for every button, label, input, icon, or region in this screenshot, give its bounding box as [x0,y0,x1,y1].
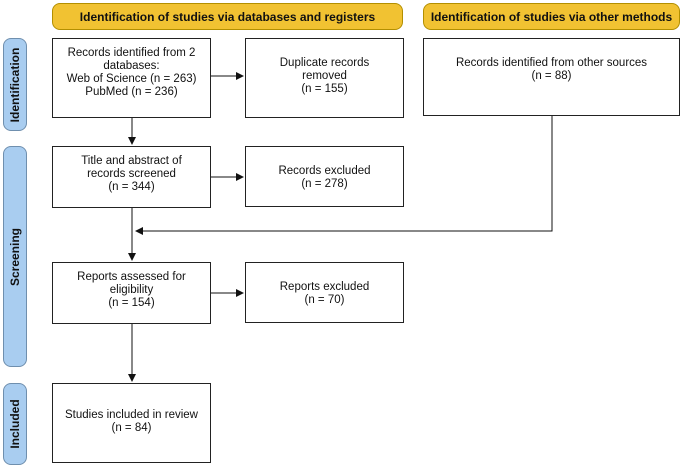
box-line: PubMed (n = 236) [85,86,178,98]
box-line: databases: [103,60,160,72]
box-line: Duplicate records [279,57,370,69]
box-line: Records identified from 2 [67,47,196,59]
screened-box: Title and abstract of records screened (… [52,146,211,208]
box-line: Records identified from other sources [455,57,648,69]
arrow-other-sources [135,116,553,235]
box-line: (n = 154) [108,297,155,309]
box-line: (n = 84) [111,422,152,434]
box-line: Title and abstract of [81,155,182,167]
box-line: (n = 278) [301,178,348,190]
box-line: Reports assessed for [77,271,186,283]
header-databases-label: Identification of studies via databases … [79,9,376,24]
box-line: (n = 88) [531,70,572,82]
included-box: Studies included in review (n = 84) [52,383,211,463]
box-line: records screened [87,168,176,180]
box-line: (n = 155) [301,83,348,95]
stage-identification: Identification [3,38,27,131]
box-line: Studies included in review [65,409,198,421]
records-excluded-box: Records excluded (n = 278) [245,146,404,207]
box-line: Records excluded [278,165,371,177]
box-line: (n = 70) [304,294,345,306]
box-line: Reports excluded [279,281,370,293]
other-sources-box: Records identified from other sources (n… [423,38,680,116]
duplicates-removed-box: Duplicate records removed (n = 155) [245,38,404,118]
box-line: (n = 344) [108,181,155,193]
stage-screening: Screening [3,146,27,367]
header-other-methods: Identification of studies via other meth… [423,3,680,30]
header-other-label: Identification of studies via other meth… [430,9,673,24]
box-line: removed [302,70,347,82]
assessed-box: Reports assessed for eligibility (n = 15… [52,262,211,324]
box-line: eligibility [109,284,154,296]
stage-included: Included [3,383,27,465]
box-line: Web of Science (n = 263) [66,73,197,85]
header-databases: Identification of studies via databases … [52,3,403,30]
records-identified-box: Records identified from 2 databases: Web… [52,38,211,118]
reports-excluded-box: Reports excluded (n = 70) [245,262,404,323]
